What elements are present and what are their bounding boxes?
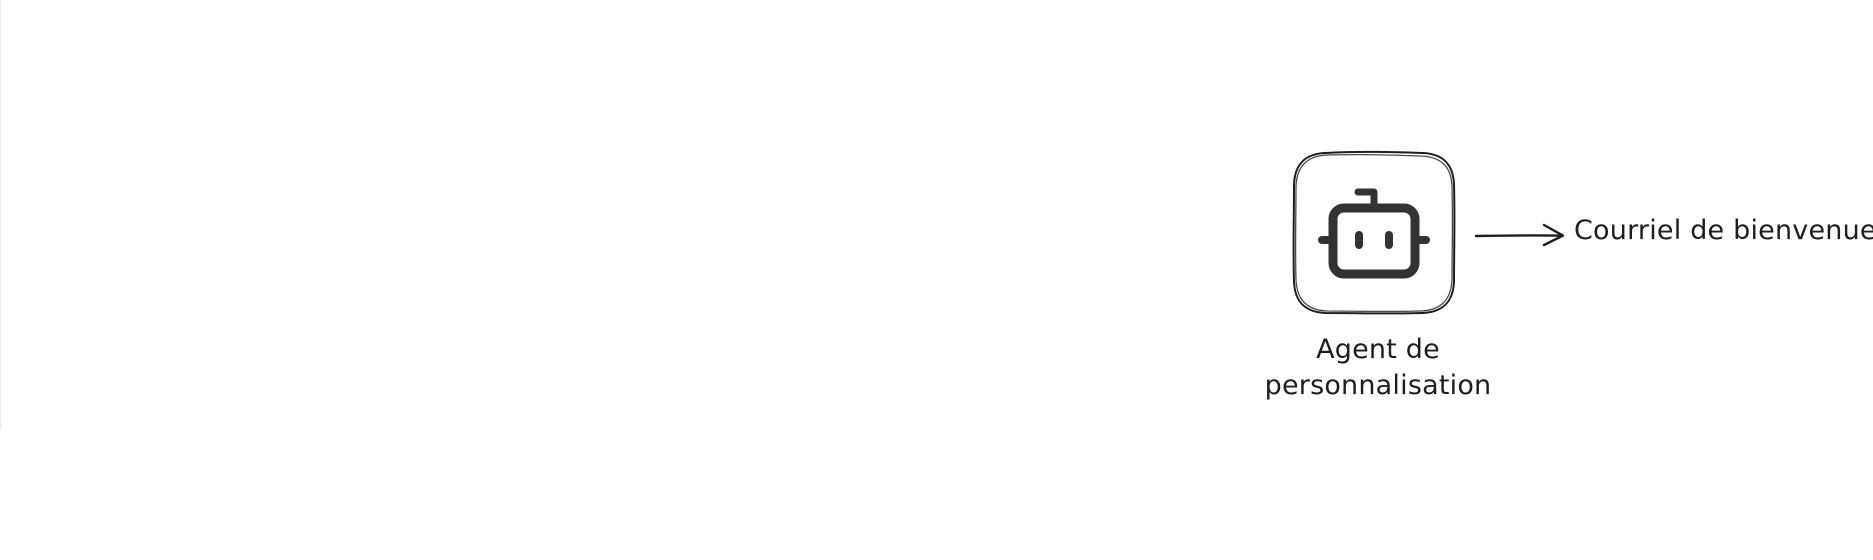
agent-node-frame (1292, 150, 1456, 315)
agent-node-label: Agent de personnalisation (1220, 332, 1536, 404)
target-text: Courriel de bienvenue (1574, 215, 1873, 246)
canvas-left-edge (0, 0, 1, 430)
agent-node[interactable] (1291, 150, 1457, 316)
agent-node-label-line-1: Agent de (1316, 334, 1440, 365)
connector-arrow[interactable] (1474, 222, 1566, 250)
robot-icon (1318, 182, 1430, 282)
agent-node-label-line-2: personnalisation (1264, 370, 1492, 401)
